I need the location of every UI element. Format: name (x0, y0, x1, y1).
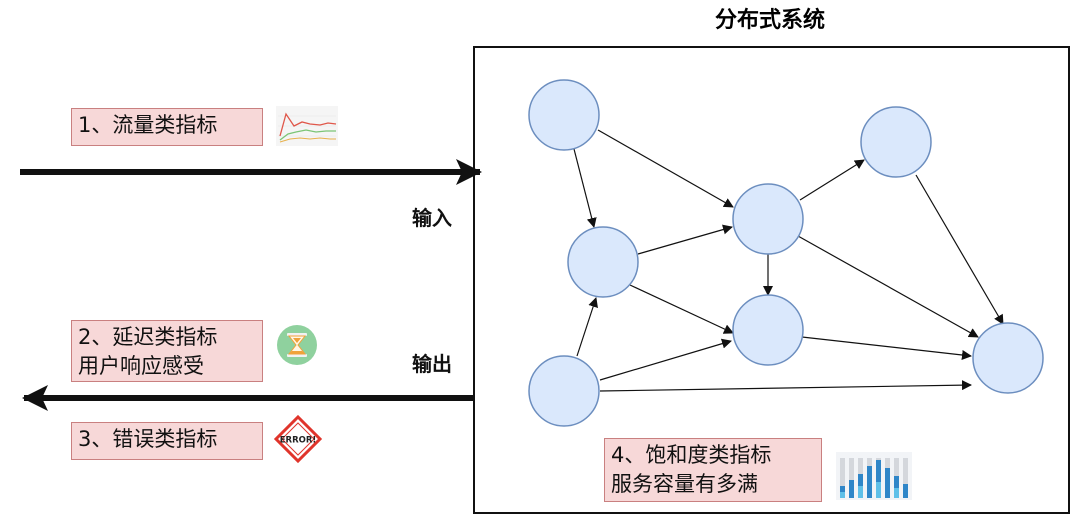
error-sign-icon: ERROR! (273, 414, 323, 464)
node-b (567, 226, 639, 298)
edge-b-d (629, 284, 734, 334)
node-e (860, 106, 932, 178)
node-c (732, 183, 804, 255)
output-label: 输出 (412, 352, 452, 376)
edge-f-d (599, 338, 732, 381)
edge-e-g (915, 174, 1004, 325)
saturation-metric-subtext: 服务容量有多满 (611, 472, 758, 496)
node-a (528, 79, 600, 151)
traffic-metric-label: 1、流量类指标 (71, 108, 263, 146)
edge-a-b (573, 148, 597, 228)
diagram-title: 分布式系统 (714, 8, 825, 33)
input-label: 输入 (412, 206, 452, 230)
traffic-metric-text: 1、流量类指标 (78, 113, 218, 137)
errors-metric-text: 3、错误类指标 (78, 427, 218, 451)
latency-metric-subtext: 用户响应感受 (78, 354, 204, 378)
saturation-metric-text: 4、饱和度类指标 (611, 443, 772, 467)
edge-c-e (799, 159, 865, 201)
latency-metric-text: 2、延迟类指标 (78, 325, 218, 349)
line-chart-icon (276, 106, 338, 146)
edge-c-g (797, 235, 979, 338)
edge-b-c (637, 224, 733, 255)
distributed-system-box (473, 46, 1070, 514)
saturation-metric-label: 4、饱和度类指标 服务容量有多满 (604, 438, 822, 502)
latency-metric-label: 2、延迟类指标 用户响应感受 (71, 320, 263, 382)
edge-d-g (801, 336, 972, 360)
node-f (528, 355, 600, 427)
error-icon-text: ERROR! (280, 436, 317, 446)
edge-f-g (599, 380, 972, 392)
edge-a-c (597, 129, 734, 208)
node-d (732, 294, 804, 366)
bar-chart-icon (836, 452, 912, 500)
hourglass-icon (277, 325, 317, 365)
node-g (972, 322, 1044, 394)
errors-metric-label: 3、错误类指标 (71, 422, 263, 460)
edge-f-b (576, 297, 598, 357)
